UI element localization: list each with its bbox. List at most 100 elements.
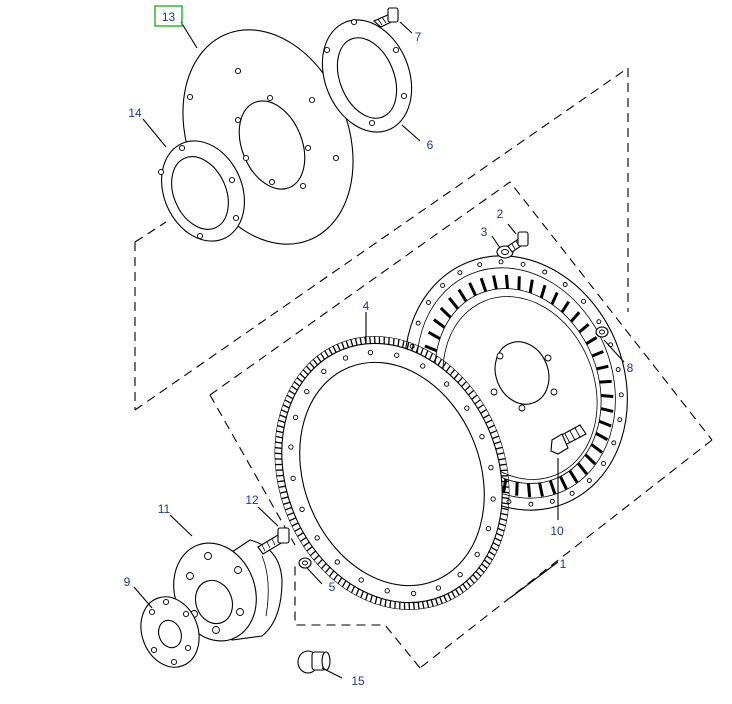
friction-tooth [585, 336, 598, 345]
callout-4[interactable]: 4 [363, 299, 370, 313]
callout-2[interactable]: 2 [497, 207, 504, 221]
callout-15[interactable]: 15 [351, 674, 365, 688]
gear-tooth [341, 342, 345, 350]
gear-tooth [309, 550, 316, 557]
flywheel-hole [562, 282, 568, 287]
callout-6[interactable]: 6 [427, 138, 434, 152]
gear-tooth [486, 555, 493, 561]
bush-15 [297, 650, 331, 674]
gear-tooth [451, 591, 456, 598]
gear-tooth [453, 372, 460, 380]
gear-hole [435, 585, 442, 591]
gear-tooth [328, 348, 333, 355]
friction-tooth [550, 291, 559, 305]
callout-9[interactable]: 9 [124, 575, 131, 589]
friction-tooth [424, 344, 438, 353]
friction-tooth [427, 330, 441, 341]
gear-tooth [392, 338, 395, 346]
upper-dashed-boundary [134, 67, 629, 411]
gear-tooth [289, 517, 297, 522]
gear-tooth [360, 590, 364, 599]
friction-tooth [599, 379, 612, 384]
gear-tooth [332, 345, 337, 353]
friction-tooth [578, 323, 590, 334]
gear-hole [479, 434, 485, 440]
gear-tooth [279, 414, 287, 419]
gear-tooth [482, 414, 490, 419]
callout-3[interactable]: 3 [481, 225, 488, 239]
flywheel-hole [581, 298, 586, 304]
gear-tooth [389, 600, 392, 608]
callout-1[interactable]: 1 [560, 557, 567, 571]
callout-14[interactable]: 14 [128, 106, 142, 120]
gear-tooth [439, 596, 443, 604]
gear-tooth [329, 570, 335, 577]
gear-tooth [464, 385, 471, 392]
gear-tooth [320, 562, 327, 570]
gear-tooth [434, 598, 439, 606]
gear-tooth [277, 480, 285, 483]
gear-tooth [288, 390, 296, 395]
gear-tooth [305, 365, 312, 372]
gear-tooth [397, 339, 400, 347]
gear-tooth [415, 345, 419, 353]
gear-tooth [286, 394, 294, 400]
flywheel-hole [520, 261, 526, 267]
friction-tooth [559, 475, 568, 490]
gear-hole [457, 571, 463, 578]
callout-7[interactable]: 7 [415, 30, 422, 44]
gear-hole [367, 349, 374, 356]
gear-tooth [324, 350, 329, 358]
flywheel-hole [549, 498, 555, 504]
dowel-8 [595, 326, 609, 338]
gear-tooth [346, 583, 351, 591]
gear-tooth [312, 358, 319, 366]
callout-11[interactable]: 11 [158, 502, 171, 516]
gear-tooth [497, 527, 505, 532]
gear-hole [342, 355, 349, 361]
friction-tooth [468, 282, 477, 297]
gear-tooth [406, 342, 410, 350]
bolt-10 [550, 424, 587, 455]
gear-hole [321, 368, 327, 375]
gear-tooth [364, 336, 367, 344]
bolt-7 [372, 7, 399, 28]
gear-tooth [500, 469, 508, 472]
callout-12[interactable]: 12 [245, 493, 259, 507]
gear-tooth [278, 485, 286, 489]
flywheel-hole [569, 490, 575, 496]
callout-label: 13 [162, 10, 176, 24]
gear-tooth [274, 446, 282, 450]
gear-tooth [490, 546, 498, 552]
gear-tooth [499, 517, 507, 522]
gear-hole [490, 496, 496, 502]
flywheel-hole [618, 392, 624, 398]
callout-13[interactable]: 13 [154, 5, 183, 27]
gear-tooth [471, 394, 478, 400]
gear-tooth [302, 369, 309, 376]
gear-tooth [355, 588, 360, 596]
gear-tooth [502, 491, 510, 494]
gear-tooth [341, 580, 347, 588]
friction-tooth [448, 297, 460, 310]
gear-tooth [498, 522, 506, 527]
friction-tooth [600, 393, 614, 398]
gear-tooth [478, 567, 485, 573]
callout-5[interactable]: 5 [329, 580, 336, 594]
gear-tooth [485, 419, 493, 424]
bolt-2 [507, 231, 529, 253]
callout-8[interactable]: 8 [627, 361, 634, 375]
callout-10[interactable]: 10 [550, 524, 564, 538]
gear-tooth [455, 588, 460, 596]
gear-tooth [475, 570, 482, 577]
gear-tooth [299, 373, 306, 379]
gear-tooth [477, 404, 484, 410]
gear-tooth [474, 399, 481, 405]
gear-tooth [291, 385, 298, 391]
friction-tooth [584, 453, 597, 466]
gear-tooth [480, 409, 487, 414]
gear-tooth [469, 577, 475, 584]
gear-hole [334, 559, 340, 565]
gear-tooth [500, 512, 508, 516]
